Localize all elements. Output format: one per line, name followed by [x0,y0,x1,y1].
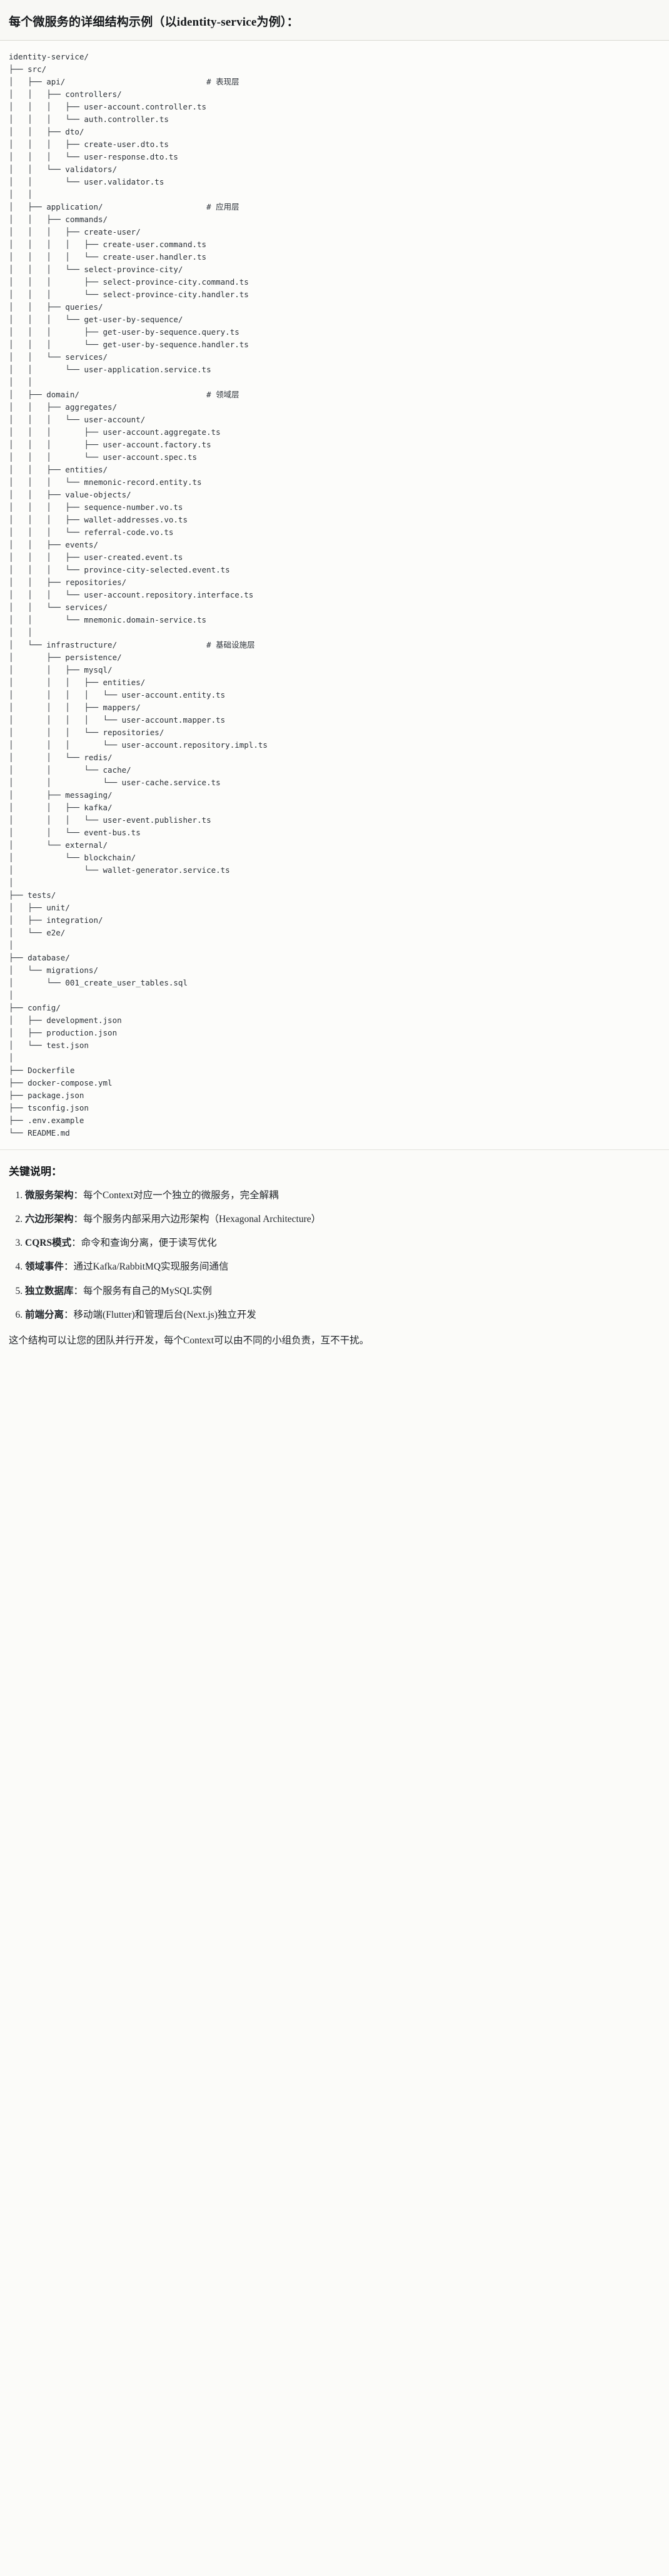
note-separator: ： [73,1213,84,1224]
note-separator: ： [71,1238,81,1249]
note-description: 每个Context对应一个独立的微服务，完全解耦 [83,1189,279,1201]
note-description: 命令和查询分离，便于读写优化 [81,1238,217,1249]
note-separator: ： [64,1309,74,1320]
note-description: 每个服务有自己的MySQL实例 [83,1285,212,1296]
key-notes-title: 关键说明： [9,1165,62,1178]
note-separator: ： [64,1261,74,1273]
note-description: 通过Kafka/RabbitMQ实现服务间通信 [73,1261,229,1273]
closing-paragraph: 这个结构可以让您的团队并行开发，每个Context可以由不同的小组负责，互不干扰… [9,1335,370,1347]
document-header: 每个微服务的详细结构示例（以identity-service为例）： [0,0,669,41]
note-term: 六边形架构 [25,1213,74,1224]
note-term: 微服务架构 [25,1189,74,1201]
note-term: 独立数据库 [25,1285,74,1296]
list-item: 领域事件：通过Kafka/RabbitMQ实现服务间通信 [25,1260,660,1274]
note-term: 前端分离 [25,1309,64,1320]
list-item: 六边形架构：每个服务内部采用六边形架构（Hexagonal Architectu… [25,1212,660,1226]
list-item: 前端分离：移动端(Flutter)和管理后台(Next.js)独立开发 [25,1308,660,1322]
list-item: 独立数据库：每个服务有自己的MySQL实例 [25,1284,660,1298]
note-separator: ： [73,1285,84,1296]
page-title: 每个微服务的详细结构示例（以identity-service为例）： [9,16,299,29]
note-term: 领域事件 [25,1261,64,1273]
key-notes-section: 关键说明： 微服务架构：每个Context对应一个独立的微服务，完全解耦 六边形… [0,1150,669,1357]
key-notes-list: 微服务架构：每个Context对应一个独立的微服务，完全解耦 六边形架构：每个服… [9,1188,660,1323]
note-term: CQRS模式 [25,1238,72,1249]
note-description: 每个服务内部采用六边形架构（Hexagonal Architecture） [83,1213,321,1224]
note-separator: ： [73,1189,84,1201]
directory-tree: identity-service/ ├── src/ │ ├── api/ # … [9,51,268,1138]
directory-tree-block: identity-service/ ├── src/ │ ├── api/ # … [0,40,669,1150]
note-description: 移动端(Flutter)和管理后台(Next.js)独立开发 [73,1309,256,1320]
list-item: CQRS模式：命令和查询分离，便于读写优化 [25,1236,660,1250]
list-item: 微服务架构：每个Context对应一个独立的微服务，完全解耦 [25,1188,660,1203]
